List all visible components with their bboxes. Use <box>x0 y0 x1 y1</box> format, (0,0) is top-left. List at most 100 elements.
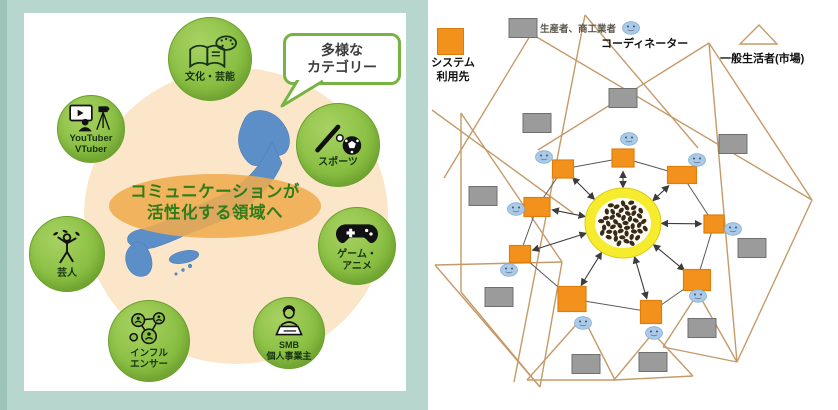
crowd-bean <box>609 224 616 230</box>
crowd-bean <box>621 214 626 221</box>
communication-area-text: コミュニケーションが 活性化する領域へ <box>130 183 300 223</box>
market-network-line <box>526 316 584 381</box>
crowd-bean <box>616 240 622 247</box>
market-network-line <box>434 261 563 266</box>
coordinator-face <box>535 150 553 164</box>
communication-ellipse <box>109 174 321 238</box>
category-sports: スポーツ <box>296 103 380 187</box>
producer-node <box>468 186 498 206</box>
system-user-node <box>551 159 575 179</box>
producer-node <box>484 287 514 307</box>
producer-node <box>508 18 538 38</box>
crowd-bean <box>642 225 648 232</box>
category-youtuber: YouTuber VTuber <box>57 95 125 163</box>
system-user-node <box>611 148 635 168</box>
coordinator-face <box>500 263 518 277</box>
crowd-bean <box>604 208 609 215</box>
shikoku-shape <box>168 250 200 264</box>
system-user-node <box>523 196 551 218</box>
market-network-line <box>613 332 654 381</box>
crowd-bean <box>630 205 637 211</box>
system-user-node <box>666 165 698 185</box>
crowd-bean <box>635 234 641 241</box>
system-user-legend-label: システム 利用先 <box>431 57 475 83</box>
crowd-bean <box>624 204 630 211</box>
coordinator-face <box>620 132 638 146</box>
crowd-bean <box>618 207 624 213</box>
market-network-line <box>534 35 813 201</box>
coordinator-face <box>645 326 663 340</box>
consumer-legend-label: 一般生活者(市場) <box>720 53 805 65</box>
hub-spoke-arrow <box>531 231 588 252</box>
category-label: ゲーム・ アニメ <box>337 249 377 272</box>
bat-soccer-icon <box>315 124 362 155</box>
crowd-bean <box>607 203 614 208</box>
coordinator-face <box>689 289 707 303</box>
category-game-anime: ゲーム・ アニメ <box>318 207 396 285</box>
system-user-legend-swatch <box>437 28 464 55</box>
crowd-bean <box>620 200 626 207</box>
person-laptop-icon <box>275 305 303 336</box>
crowd-bean <box>617 228 624 234</box>
category-geinin: 芸人 <box>29 216 105 292</box>
coordinator-face <box>724 222 742 236</box>
category-label: 芸人 <box>57 267 77 279</box>
frame-left-edge <box>0 0 7 410</box>
crowd-bean <box>619 235 626 240</box>
network-svg <box>431 14 813 388</box>
market-network-line <box>539 261 563 388</box>
hub-spoke-arrow <box>632 255 649 300</box>
producer-node <box>571 354 601 374</box>
crowd-bean <box>613 230 618 237</box>
crowd-bean <box>629 233 634 240</box>
kyushu-shape <box>125 241 153 277</box>
hub-spoke-arrow <box>580 251 603 287</box>
video-creator-icon <box>69 104 110 131</box>
coordinator-face <box>688 153 706 167</box>
okinawa-island <box>181 268 185 272</box>
crowd-bean <box>630 229 638 234</box>
market-network-line <box>708 42 738 363</box>
producer-node <box>737 238 767 258</box>
callout-text: 多様な カテゴリー <box>307 41 377 76</box>
coordinator-face <box>574 316 592 330</box>
crowd-bean <box>636 222 642 228</box>
category-map-panel: コミュニケーションが 活性化する領域へ 多様な カテゴリー 文化・芸能 <box>0 0 428 410</box>
market-network-line <box>613 375 694 381</box>
system-user-node <box>703 214 725 234</box>
coordinator-legend-label: コーディネーター <box>601 38 689 50</box>
crowd-bean <box>636 213 643 219</box>
market-network-line <box>736 199 813 363</box>
okinawa-island <box>187 263 193 269</box>
crowd-bean <box>609 214 615 220</box>
market-network-line <box>431 109 574 214</box>
market-network-line <box>652 332 694 377</box>
category-label: スポーツ <box>318 156 358 168</box>
crowd-bean <box>610 208 616 215</box>
producer-node <box>522 113 552 133</box>
gamepad-icon <box>336 224 378 244</box>
crowd-bean <box>602 215 610 221</box>
crowd-bean <box>602 224 607 231</box>
crowd-bean <box>641 218 647 225</box>
crowd-bean <box>632 218 639 223</box>
network-diagram-panel: システム 利用先 生産者、商工業者 コーディネーター 一般生活者(市場) <box>430 0 838 410</box>
market-network-line <box>697 292 738 363</box>
crowd-bean <box>617 222 623 229</box>
system-user-node <box>557 285 587 313</box>
okinawa-island <box>174 272 178 276</box>
crowd-bean <box>605 235 612 240</box>
crowd-bean <box>613 219 619 225</box>
category-label: 文化・芸能 <box>185 71 235 83</box>
crowd-bean <box>613 204 620 210</box>
producer-node <box>608 88 638 108</box>
category-label: インフル エンサー <box>129 347 168 370</box>
market-network-line <box>443 35 531 179</box>
crowd-bean <box>623 238 630 244</box>
market-network-line <box>662 292 699 348</box>
producer-node <box>638 352 668 372</box>
hub-spoke-arrow <box>551 207 587 219</box>
market-network-line <box>584 14 699 149</box>
crowd-bean <box>622 220 629 226</box>
system-user-node <box>508 244 532 264</box>
